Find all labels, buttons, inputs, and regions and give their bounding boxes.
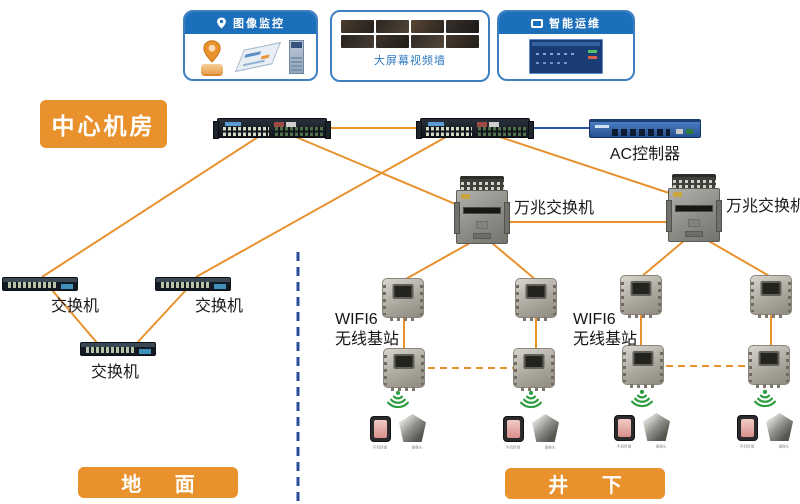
- card-smart-ops-title: 智能运维: [549, 18, 601, 30]
- zone-central-room: 中心机房: [40, 100, 167, 148]
- camera-terminal-icon: [532, 414, 559, 442]
- card-image-monitoring-title: 图像监控: [233, 18, 285, 30]
- video-thumbnail: [376, 35, 409, 48]
- wifi-signal-icon: [520, 390, 542, 409]
- card-video-wall: 大屏幕视频墙: [330, 10, 490, 82]
- card-smart-ops: 智能运维: [497, 10, 635, 81]
- wifi6-base-station: [383, 348, 425, 388]
- wifi6-group1-label: WIFI6 无线基站: [335, 311, 400, 348]
- camera-terminal-icon: [766, 413, 793, 441]
- camera-terminal-caption: 摄像头: [544, 445, 555, 451]
- zone-ground: 地 面: [78, 467, 238, 498]
- wifi6-base-station: [748, 345, 790, 385]
- ac-controller-device: [589, 119, 701, 138]
- wifi6-base-station: [515, 278, 557, 318]
- terminal-group: 手机终端 摄像头: [499, 390, 563, 451]
- wifi6-base-station: [513, 348, 555, 388]
- card-image-monitoring: 图像监控: [183, 10, 318, 81]
- phone-terminal-icon: [503, 416, 524, 442]
- fiber-links: [41, 127, 772, 349]
- video-wall-grid: [341, 20, 479, 48]
- phone-terminal-caption: 手机终端: [616, 444, 631, 450]
- terminal-group: 手机终端 摄像头: [610, 389, 674, 450]
- core-rack-switch-2: [416, 118, 534, 139]
- camera-terminal-icon: [643, 413, 670, 441]
- access-switch-bottom-label: 交换机: [90, 364, 139, 381]
- access-switch-bottom: [80, 342, 156, 356]
- ac-controller-label: AC控制器: [609, 146, 681, 163]
- camera-terminal-caption: 摄像头: [655, 444, 666, 450]
- location-pin-icon: [217, 17, 226, 29]
- camera-terminal-caption: 摄像头: [778, 444, 789, 450]
- dashboard-screen: [529, 39, 603, 74]
- access-switch-right-label: 交换机: [194, 298, 243, 315]
- phone-terminal-caption: 手机终端: [739, 444, 754, 450]
- map-pin-icon: [197, 40, 227, 74]
- ten-gig-switch-2-label: 万兆交换机: [726, 198, 800, 215]
- phone-terminal-caption: 手机终端: [372, 445, 387, 451]
- phone-terminal-caption: 手机终端: [505, 445, 520, 451]
- wifi-signal-icon: [754, 389, 776, 408]
- video-thumbnail: [341, 35, 374, 48]
- server-tower-icon: [289, 40, 304, 74]
- phone-terminal-icon: [370, 416, 391, 442]
- ten-gig-switch-1-label: 万兆交换机: [514, 200, 595, 217]
- wifi6-base-station: [622, 345, 664, 385]
- wifi6-base-station: [750, 275, 792, 315]
- video-thumbnail: [376, 20, 409, 33]
- wifi-signal-icon: [631, 389, 653, 408]
- card-image-monitoring-body: [185, 34, 316, 79]
- circuit-board-icon: [234, 41, 282, 73]
- video-thumbnail: [341, 20, 374, 33]
- video-thumbnail: [411, 35, 444, 48]
- ten-gig-switch-1: [454, 176, 510, 244]
- access-switch-left: [2, 277, 78, 291]
- ten-gig-switch-2: [666, 174, 722, 242]
- card-image-monitoring-header: 图像监控: [185, 12, 316, 34]
- wifi6-base-station: [620, 275, 662, 315]
- monitor-icon: [531, 18, 543, 28]
- video-thumbnail: [446, 35, 479, 48]
- card-smart-ops-header: 智能运维: [499, 12, 633, 34]
- zone-underground: 井 下: [505, 468, 665, 499]
- video-wall-caption: 大屏幕视频墙: [374, 55, 446, 67]
- wifi-signal-icon: [387, 390, 409, 409]
- phone-terminal-icon: [614, 415, 635, 441]
- terminal-group: 手机终端 摄像头: [733, 389, 797, 450]
- core-rack-switch-1: [213, 118, 331, 139]
- wifi6-base-station: [382, 278, 424, 318]
- phone-terminal-icon: [737, 415, 758, 441]
- terminal-group: 手机终端 摄像头: [366, 390, 430, 451]
- video-thumbnail: [411, 20, 444, 33]
- video-thumbnail: [446, 20, 479, 33]
- wifi6-group2-label: WIFI6 无线基站: [573, 311, 638, 348]
- wireless-roaming-links: [428, 365, 749, 369]
- access-switch-left-label: 交换机: [50, 298, 99, 315]
- camera-terminal-icon: [399, 414, 426, 442]
- camera-terminal-caption: 摄像头: [411, 445, 422, 451]
- access-switch-right: [155, 277, 231, 291]
